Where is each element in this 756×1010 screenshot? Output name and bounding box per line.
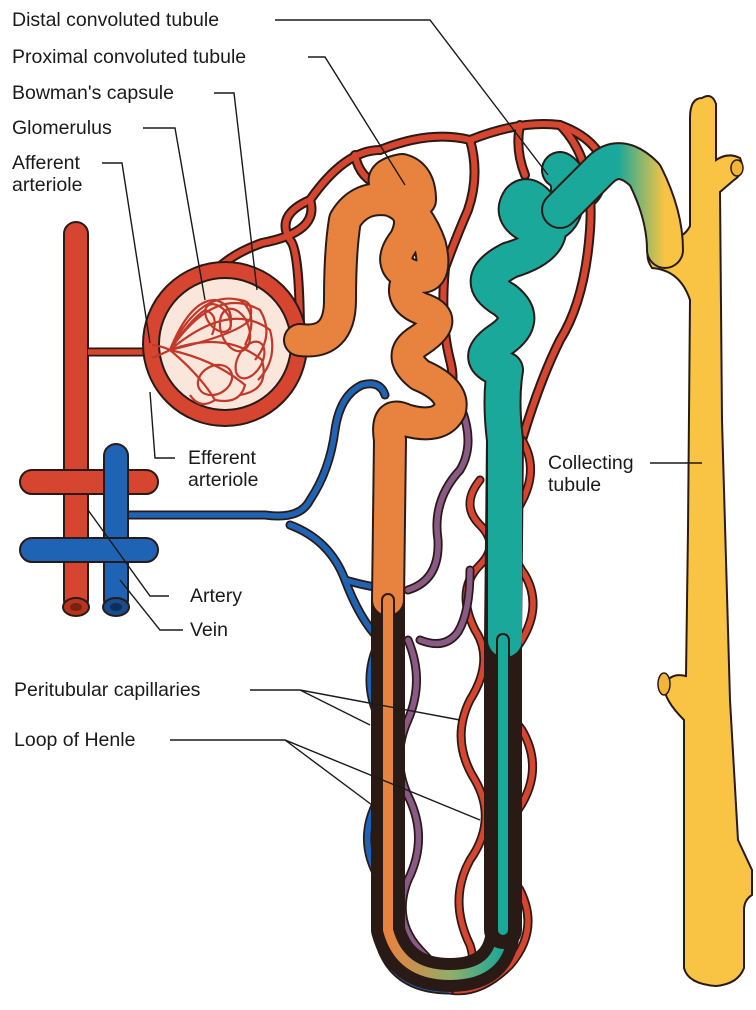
label-afferent-line2: arteriole bbox=[12, 174, 82, 196]
label-efferent-line1: Efferent bbox=[188, 447, 258, 469]
label-bowmans-capsule: Bowman's capsule bbox=[12, 82, 174, 104]
label-collecting-tubule: Collecting tubule bbox=[548, 452, 634, 496]
label-distal-convoluted-tubule: Distal convoluted tubule bbox=[12, 9, 219, 31]
label-efferent-line2: arteriole bbox=[188, 469, 258, 491]
label-collecting-line1: Collecting bbox=[548, 452, 634, 474]
label-collecting-line2: tubule bbox=[548, 474, 634, 496]
label-loop-of-henle: Loop of Henle bbox=[14, 729, 135, 751]
label-peritubular-capillaries: Peritubular capillaries bbox=[14, 679, 200, 701]
label-afferent-arteriole: Afferent arteriole bbox=[12, 152, 82, 196]
label-vein: Vein bbox=[190, 619, 228, 641]
distal-convoluted-tubule bbox=[486, 161, 665, 930]
label-afferent-line1: Afferent bbox=[12, 152, 82, 174]
label-glomerulus: Glomerulus bbox=[12, 117, 112, 139]
label-proximal-convoluted-tubule: Proximal convoluted tubule bbox=[12, 46, 246, 68]
label-artery: Artery bbox=[190, 585, 242, 607]
label-efferent-arteriole: Efferent arteriole bbox=[188, 447, 258, 491]
